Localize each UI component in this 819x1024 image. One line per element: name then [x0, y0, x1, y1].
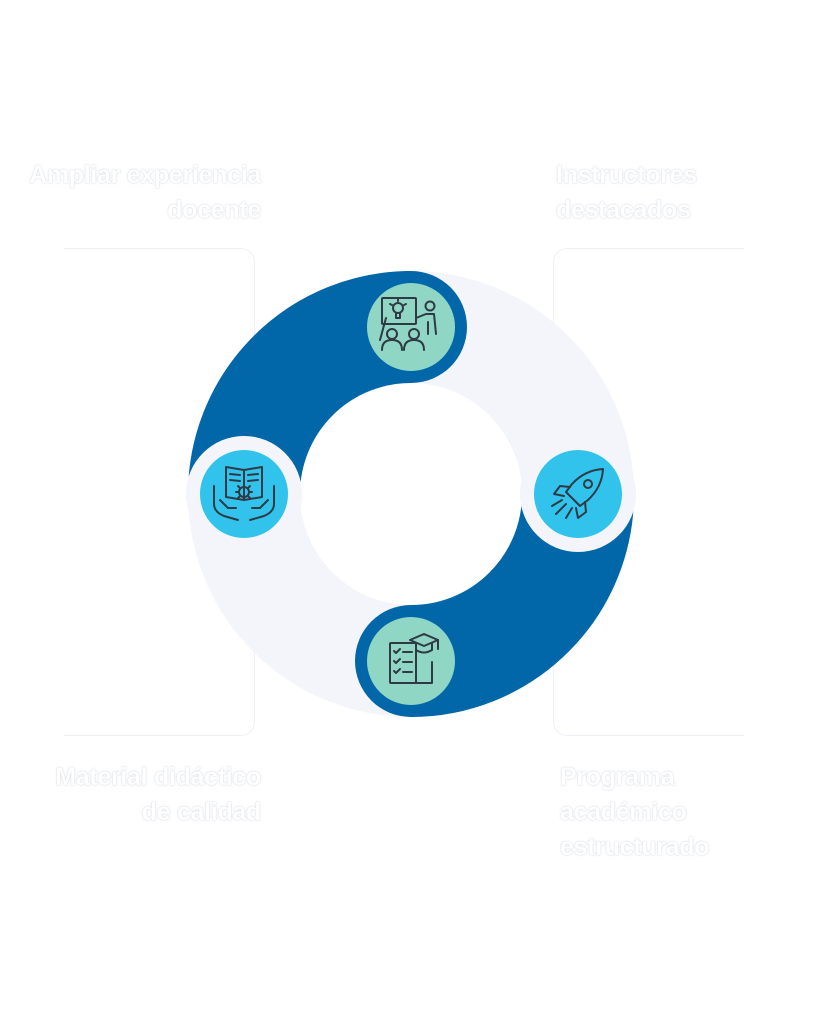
- label-bottom-right-line-3: estructurado: [560, 833, 710, 861]
- label-top-left-line-1: Ampliar experiencia: [29, 161, 261, 189]
- label-top-right: Instructores destacados: [556, 158, 796, 228]
- node-top-circle: [367, 283, 455, 371]
- node-bottom: [367, 617, 455, 705]
- label-bottom-left-line-2: de calidad: [141, 798, 262, 826]
- label-top-left-line-2: docente: [167, 196, 261, 224]
- label-bottom-left: Material didáctico de calidad: [1, 760, 261, 830]
- label-top-left: Ampliar experiencia docente: [1, 158, 261, 228]
- node-right: [534, 450, 622, 538]
- node-right-circle: [534, 450, 622, 538]
- label-bottom-right: Programa académico estructurado: [560, 760, 800, 865]
- teacher-classroom-icon: [379, 297, 437, 351]
- label-bottom-right-line-2: académico: [560, 798, 687, 826]
- book-hands-gear-icon: [213, 466, 275, 521]
- graduation-checklist-icon: [389, 633, 439, 684]
- label-top-right-line-1: Instructores: [556, 161, 697, 189]
- node-left: [200, 450, 288, 538]
- label-bottom-left-line-1: Material didáctico: [55, 763, 261, 791]
- node-top: [367, 283, 455, 371]
- label-top-right-line-2: destacados: [556, 196, 691, 224]
- label-bottom-right-line-1: Programa: [560, 763, 675, 791]
- rocket-icon: [551, 468, 604, 519]
